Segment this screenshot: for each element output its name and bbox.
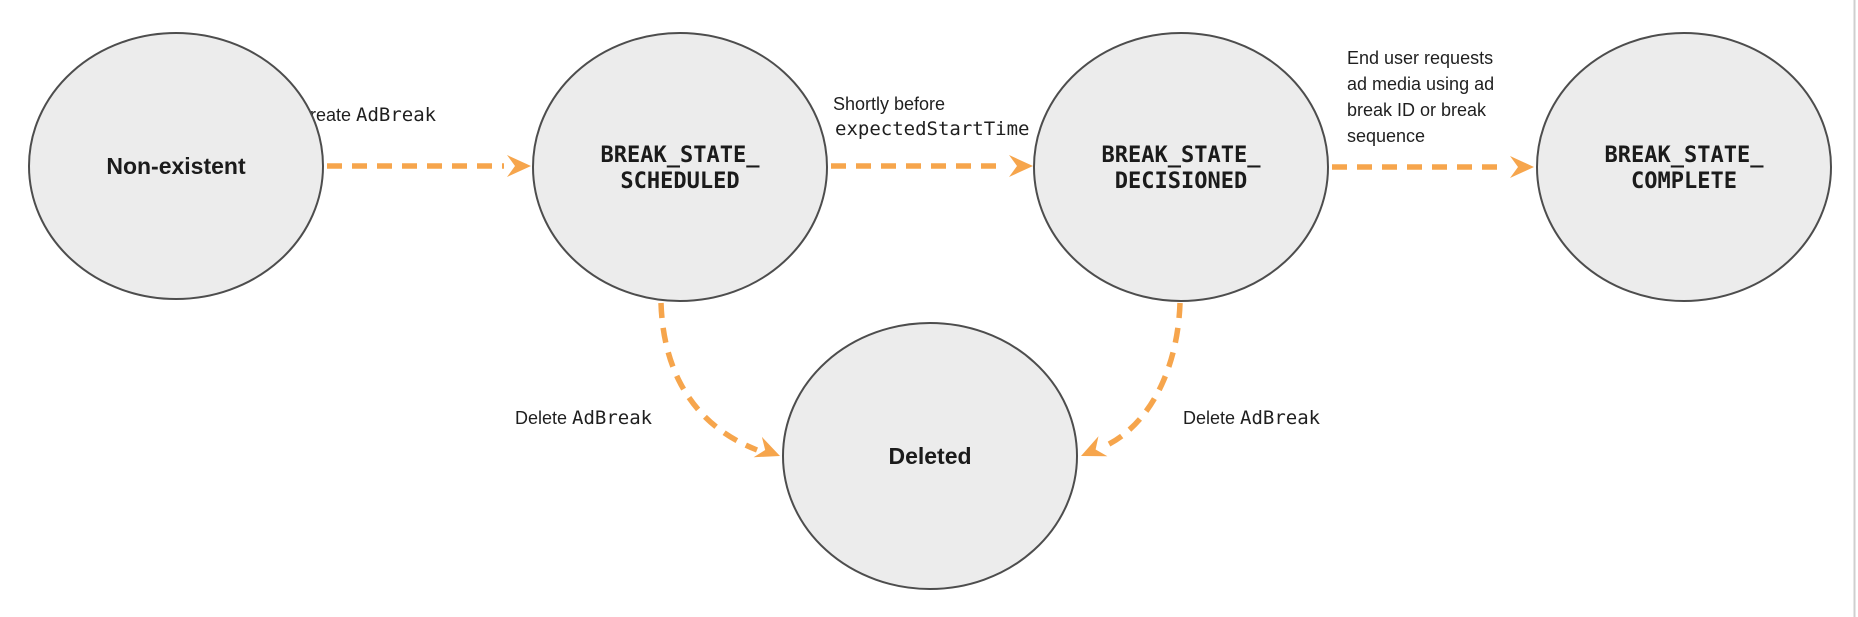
edge-label-delete-right: Delete AdBreak <box>1183 407 1321 429</box>
node-break-state-complete: BREAK_STATE_COMPLETE <box>1536 32 1832 302</box>
edge-label-end-user-line1: End user requests <box>1347 48 1493 68</box>
node-label-break-state-decisioned: BREAK_STATE_DECISIONED <box>1102 143 1262 194</box>
edge-label-delete-left-text: Delete <box>515 408 572 428</box>
node-label-complete-line1: BREAK_STATE_ <box>1605 143 1765 168</box>
node-label-complete-line2: COMPLETE <box>1631 169 1737 194</box>
node-non-existent: Non-existent <box>28 32 324 300</box>
node-circle-break-state-complete <box>1536 32 1832 302</box>
edge-label-end-user-line3: break ID or break <box>1347 100 1487 120</box>
edge-create-adbreak: Create AdBreak <box>297 104 531 177</box>
edge-shortly-before: Shortly before expectedStartTime <box>831 94 1033 177</box>
node-label-scheduled-line1: BREAK_STATE_ <box>601 143 761 168</box>
edge-label-delete-left-code: AdBreak <box>572 407 653 429</box>
edge-end-user-requests: End user requests ad media using ad break … <box>1332 48 1534 178</box>
edge-label-delete-right-code: AdBreak <box>1240 407 1321 429</box>
node-circle-break-state-decisioned <box>1033 32 1329 302</box>
node-circle-non-existent <box>28 32 324 300</box>
edge-curve-delete-right <box>1101 302 1183 450</box>
node-break-state-scheduled: BREAK_STATE_SCHEDULED <box>532 32 828 302</box>
edge-label-delete-right-text: Delete <box>1183 408 1240 428</box>
edge-delete-adbreak-right: Delete AdBreak <box>1081 302 1321 457</box>
node-label-break-state-complete: BREAK_STATE_COMPLETE <box>1605 143 1765 194</box>
arrowhead-delete-left-icon <box>753 436 780 458</box>
arrowhead-end-user-requests-icon <box>1510 156 1534 178</box>
edge-label-create-code: AdBreak <box>356 104 437 126</box>
arrowhead-shortly-before-icon <box>1009 155 1033 177</box>
node-circle-break-state-scheduled <box>532 32 828 302</box>
arrowhead-create-adbreak-icon <box>507 155 531 177</box>
arrowhead-delete-right-icon <box>1081 436 1108 457</box>
node-label-deleted: Deleted <box>888 443 971 469</box>
edge-label-delete-left: Delete AdBreak <box>515 407 653 429</box>
node-label-decisioned-line1: BREAK_STATE_ <box>1102 143 1262 168</box>
edge-label-shortly-before: Shortly before expectedStartTime <box>833 94 1029 140</box>
node-label-decisioned-line2: DECISIONED <box>1115 169 1247 194</box>
edge-label-shortly-code: expectedStartTime <box>835 118 1029 140</box>
node-circle-deleted <box>782 322 1078 590</box>
edge-curve-delete-left <box>658 302 759 453</box>
node-label-non-existent: Non-existent <box>106 153 246 179</box>
node-break-state-decisioned: BREAK_STATE_DECISIONED <box>1033 32 1329 302</box>
edge-delete-adbreak-left: Delete AdBreak <box>515 302 780 458</box>
edge-label-end-user-line2: ad media using ad <box>1347 74 1494 94</box>
node-label-break-state-scheduled: BREAK_STATE_SCHEDULED <box>601 143 761 194</box>
edge-label-end-user-line4: sequence <box>1347 126 1425 146</box>
edge-label-shortly-text: Shortly before <box>833 94 945 114</box>
edge-label-create-adbreak: Create AdBreak <box>297 104 437 126</box>
node-deleted: Deleted <box>782 322 1078 590</box>
node-label-scheduled-line2: SCHEDULED <box>620 169 739 194</box>
edge-label-end-user-requests: End user requests ad media using ad break … <box>1347 48 1494 146</box>
